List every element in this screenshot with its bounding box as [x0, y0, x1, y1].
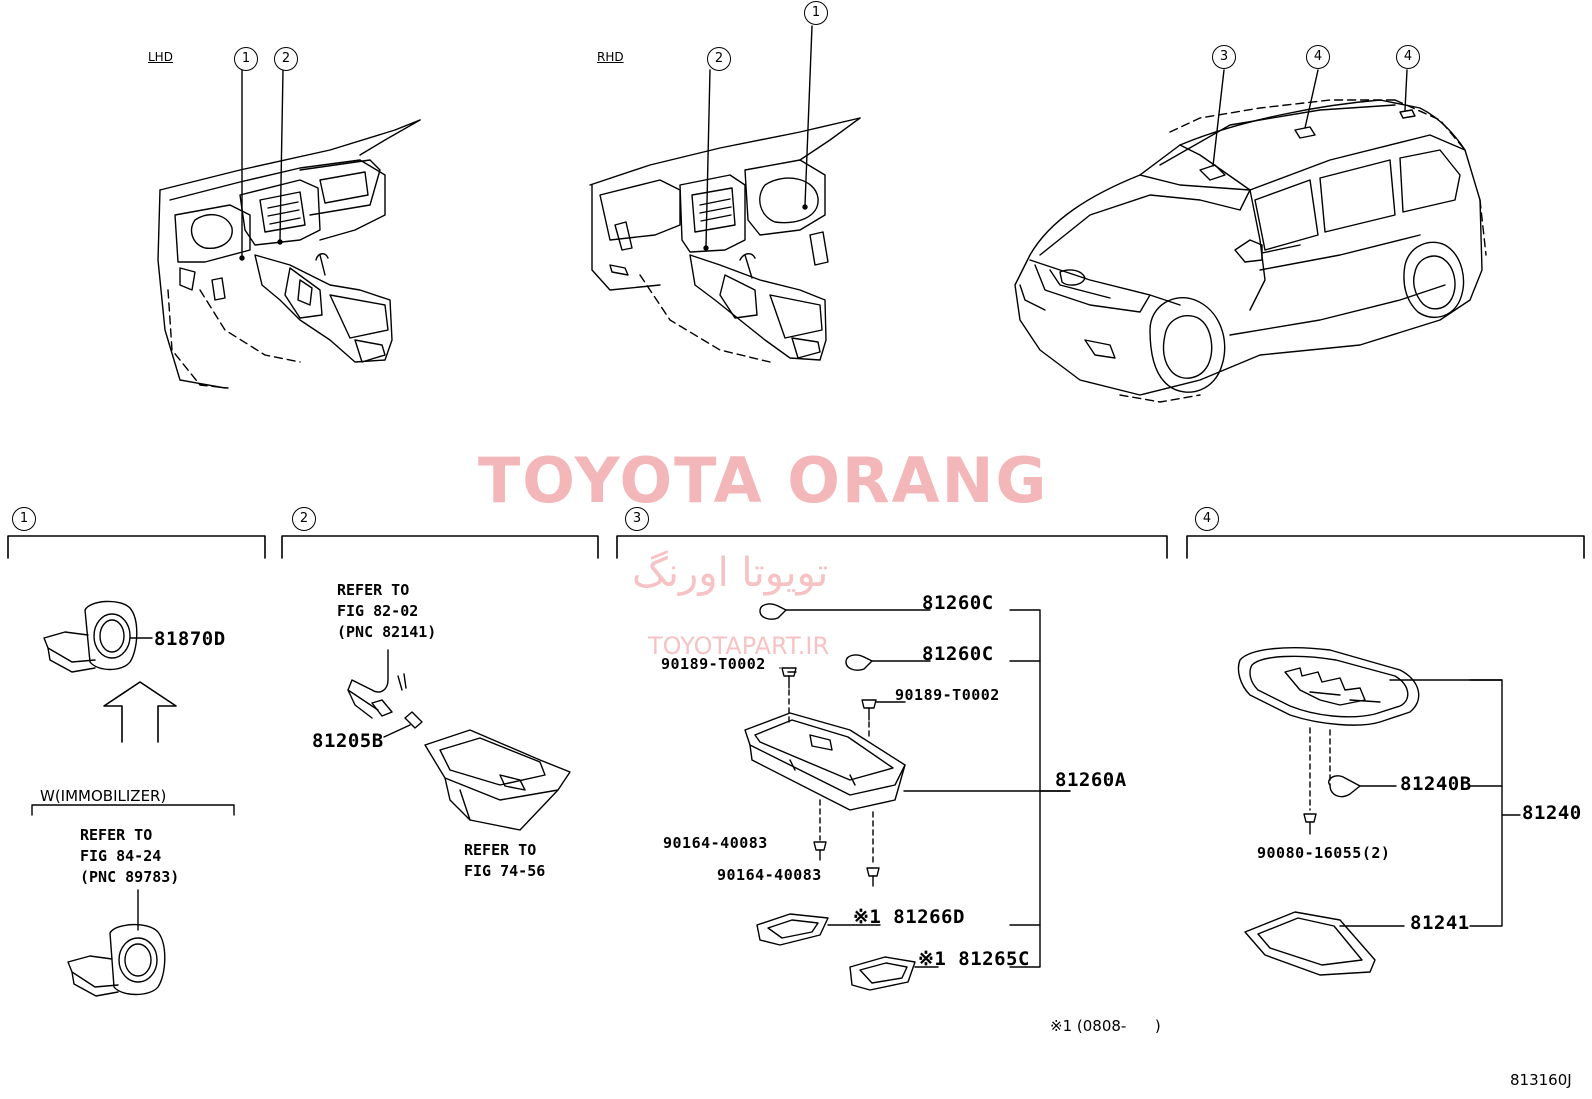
section-4-callout: 4: [1195, 507, 1219, 531]
part-90164-40083-1: 90164-40083: [663, 834, 768, 852]
part-81870D: 81870D: [154, 628, 226, 650]
watermark-persian: تویوتا اورنگ: [632, 550, 829, 596]
section2-refer-bottom-line1: REFER TO: [464, 841, 537, 859]
view-label-lhd: LHD: [148, 50, 173, 64]
watermark-main: TOYOTA ORANG: [478, 444, 1049, 517]
section2-refer-top-note: REFER TO FIG 82-02 (PNC 82141): [337, 580, 436, 643]
section-brackets: [7, 535, 1585, 559]
suv-illustration: [1014, 69, 1487, 403]
rhd-dashboard-illustration: [589, 25, 861, 363]
view-label-rhd: RHD: [597, 50, 624, 64]
part-90189-T0002-left: 90189-T0002: [661, 655, 766, 673]
section1-refer-line3: (PNC 89783): [80, 868, 180, 886]
callout-3-vehicle: 3: [1212, 45, 1236, 69]
callout-2-lhd: 2: [274, 47, 298, 71]
section2-refer-top-line1: REFER TO: [337, 581, 410, 599]
part-81240: 81240: [1522, 802, 1582, 824]
part-81260C-1: 81260C: [922, 592, 994, 614]
section-2-callout: 2: [292, 507, 316, 531]
part-81241: 81241: [1410, 912, 1470, 934]
part-90164-40083-2: 90164-40083: [717, 866, 822, 884]
section2-illustration: [347, 649, 571, 831]
callout-4-vehicle-a: 4: [1306, 45, 1330, 69]
section-1-callout: 1: [12, 507, 36, 531]
date-footnote: ※1 (0808- ): [1050, 1017, 1161, 1035]
section2-refer-bottom-note: REFER TO FIG 74-56: [464, 840, 545, 882]
part-81205B: 81205B: [312, 730, 384, 752]
immobilizer-condition: W(IMMOBILIZER): [40, 787, 167, 805]
section2-refer-bottom-line2: FIG 74-56: [464, 862, 546, 880]
part-81260C-2: 81260C: [922, 643, 994, 665]
section2-refer-top-line2: FIG 82-02: [337, 602, 419, 620]
section2-refer-top-line3: (PNC 82141): [337, 623, 437, 641]
section1-refer-line1: REFER TO: [80, 826, 153, 844]
callout-4-vehicle-b: 4: [1396, 45, 1420, 69]
part-90080-16055: 90080-16055(2): [1257, 844, 1391, 862]
part-81266D: ※1 81266D: [853, 906, 965, 928]
section1-refer-note: REFER TO FIG 84-24 (PNC 89783): [80, 825, 179, 888]
section1-refer-line2: FIG 84-24: [80, 847, 162, 865]
callout-2-rhd: 2: [707, 47, 731, 71]
callout-1-rhd: 1: [804, 1, 828, 25]
watermark-url: TOYOTAPART.IR: [648, 632, 830, 660]
figure-code: 813160J: [1510, 1071, 1572, 1089]
part-90189-T0002-right: 90189-T0002: [895, 686, 1000, 704]
section1-illustration: [31, 600, 235, 997]
part-81265C: ※1 81265C: [918, 948, 1030, 970]
section4-illustration: [1237, 646, 1521, 976]
callout-1-lhd: 1: [234, 47, 258, 71]
lhd-dashboard-illustration: [157, 69, 421, 389]
part-81240B: 81240B: [1400, 773, 1472, 795]
section-3-callout: 3: [625, 507, 649, 531]
section3-illustration: [744, 603, 1071, 991]
part-81260A: 81260A: [1055, 769, 1127, 791]
